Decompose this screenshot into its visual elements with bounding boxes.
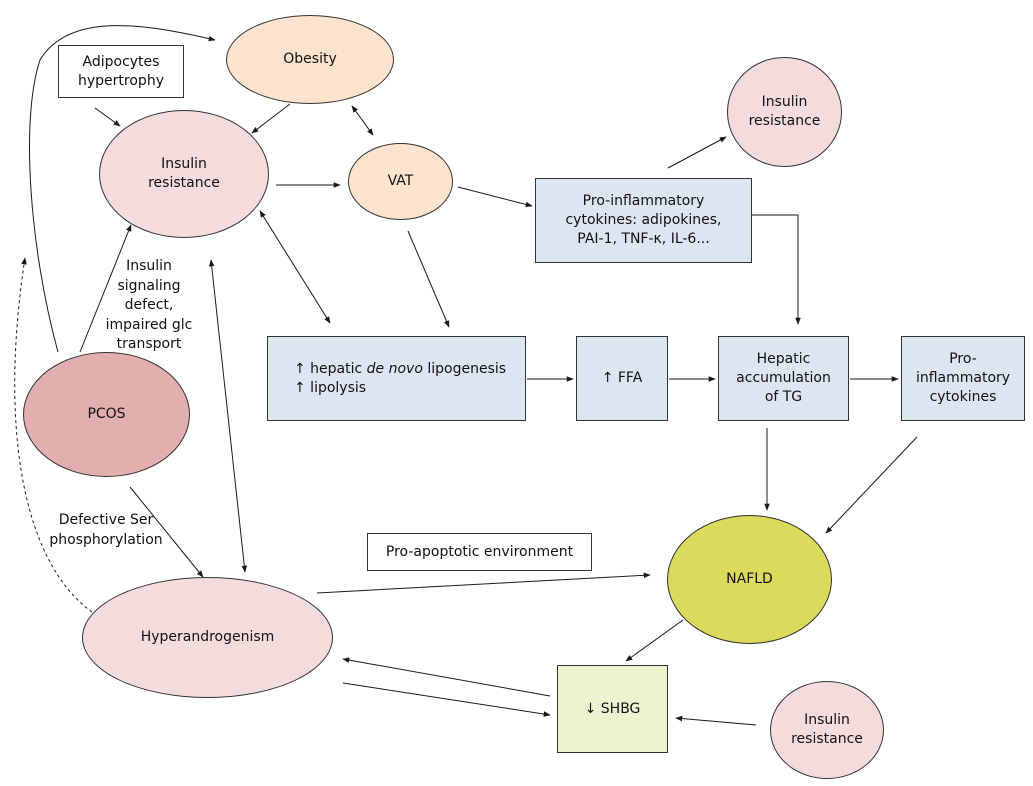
edge-adipocytes-to-insulin (94, 107, 121, 127)
lipogenesis-line-1: ↑ hepatic de novo lipogenesis (294, 360, 506, 379)
defective-ser-line-2: phosphorylation (49, 532, 163, 548)
edge-pcos-to-obesity (29, 25, 216, 353)
insulin-resistance-bottom-line-1: Insulin (804, 712, 850, 728)
edge-pcos-to-hyperandrogenism (129, 486, 204, 578)
ffa-label: ↑ FFA (601, 370, 643, 386)
edge-vat-to-lipogenesis (407, 230, 450, 328)
edge-obesity-to-insulin (251, 103, 291, 134)
shbg-label: ↓ SHBG (584, 700, 641, 717)
pro-apoptotic-environment-box: Pro-apoptotic environment (367, 533, 592, 571)
hepatic-accumulation-tg-box: Hepatic accumulation of TG (718, 336, 849, 421)
insulin-resistance-main-line-2: resistance (148, 175, 220, 191)
nafld-label: NAFLD (726, 571, 773, 587)
insulin-resistance-bottom-line-2: resistance (791, 731, 863, 747)
obesity-node: Obesity (226, 15, 394, 104)
edge-shbg-to-hyperandrogenism (342, 657, 551, 697)
hyperandrogenism-node: Hyperandrogenism (82, 577, 333, 698)
insulin-resistance-main-line-1: Insulin (161, 156, 207, 172)
insulin-signaling-line-3: defect, (124, 297, 174, 313)
pro-inflammatory-cytokines-box: Pro- inflammatory cytokines (901, 336, 1025, 421)
insulin-signaling-line-4: impaired glc (105, 316, 193, 333)
insulin-resistance-top-line-1: Insulin (761, 94, 808, 110)
insulin-resistance-main-node: Insulin resistance (99, 110, 269, 238)
pcos-node: PCOS (23, 352, 190, 477)
edge-vat-to-cytokines (457, 186, 533, 208)
edge-cytokines-to-insulin-top (667, 136, 727, 169)
pro-inflammatory-line-3: cytokines (929, 389, 997, 405)
defective-ser-line-1: Defective Ser (58, 512, 154, 528)
edge-hyperandrogenism-to-shbg (342, 682, 551, 717)
pro-inflammatory-line-2: inflammatory (915, 370, 1011, 386)
lipogenesis-de-novo: de novo (366, 360, 423, 377)
vat-label: VAT (387, 173, 414, 189)
adipocytes-label-line-2: hypertrophy (78, 72, 164, 89)
insulin-resistance-bottom-node: Insulin resistance (770, 681, 884, 779)
pro-inflammatory-line-1: Pro- (949, 351, 977, 367)
insulin-resistance-top-node: Insulin resistance (727, 57, 842, 167)
hyperandrogenism-label: Hyperandrogenism (140, 629, 275, 645)
defective-ser-phosphorylation-label: Defective Ser phosphorylation (44, 510, 168, 550)
pro-apoptotic-label: Pro-apoptotic environment (385, 543, 574, 560)
lipogenesis-suffix: lipogenesis (422, 360, 507, 377)
edge-pcos-to-insulin (79, 224, 132, 353)
lipolysis-line: ↑ lipolysis (294, 379, 367, 396)
cytokines-box-line-1: Pro-inflammatory (582, 193, 705, 209)
hepatic-tg-line-1: Hepatic (756, 351, 811, 367)
edge-obesity-vat-bidirectional (351, 105, 374, 136)
insulin-signaling-line-1: Insulin (126, 258, 172, 274)
shbg-box: ↓ SHBG (557, 665, 668, 753)
lipogenesis-prefix: ↑ hepatic (294, 360, 367, 377)
pro-inflammatory-cytokines-adipokines-box: Pro-inflammatory cytokines: adipokines, … (535, 178, 752, 263)
edge-hyperandrogenism-to-pcos-dashed (14, 257, 93, 613)
edge-insulin-lipogenesis-bidirectional (259, 210, 331, 324)
insulin-signaling-line-2: signaling (117, 277, 181, 294)
edge-insulin-bottom-to-shbg (675, 715, 757, 726)
ffa-box: ↑ FFA (576, 336, 668, 421)
edge-hyperandrogenism-to-nafld (316, 572, 651, 594)
cytokines-box-line-3: PAI-1, TNF-κ, IL-6... (577, 231, 710, 247)
adipocytes-label-line-1: Adipocytes (82, 53, 160, 70)
edge-insulin-hyperandrogenism-bidirectional (208, 259, 248, 573)
vat-node: VAT (348, 143, 453, 220)
insulin-signaling-line-5: transport (116, 336, 182, 352)
cytokines-box-line-2: cytokines: adipokines, (565, 212, 722, 228)
insulin-resistance-top-line-2: resistance (748, 113, 821, 129)
adipocytes-hypertrophy-box: Adipocytes hypertrophy (58, 45, 184, 98)
hepatic-tg-line-2: accumulation (736, 370, 831, 386)
nafld-node: NAFLD (667, 515, 832, 644)
insulin-signaling-defect-label: Insulin signaling defect, impaired glc t… (104, 257, 194, 355)
hepatic-lipogenesis-lipolysis-box: ↑ hepatic de novo lipogenesis ↑ lipolysi… (267, 336, 526, 421)
edge-cytokines-to-hepatic-tg (752, 214, 801, 325)
pcos-label: PCOS (87, 406, 126, 422)
hepatic-tg-line-3: of TG (764, 389, 803, 405)
obesity-label: Obesity (283, 51, 337, 67)
edge-pro-inflammatory-to-nafld (825, 436, 918, 534)
edge-nafld-to-shbg (625, 619, 684, 662)
